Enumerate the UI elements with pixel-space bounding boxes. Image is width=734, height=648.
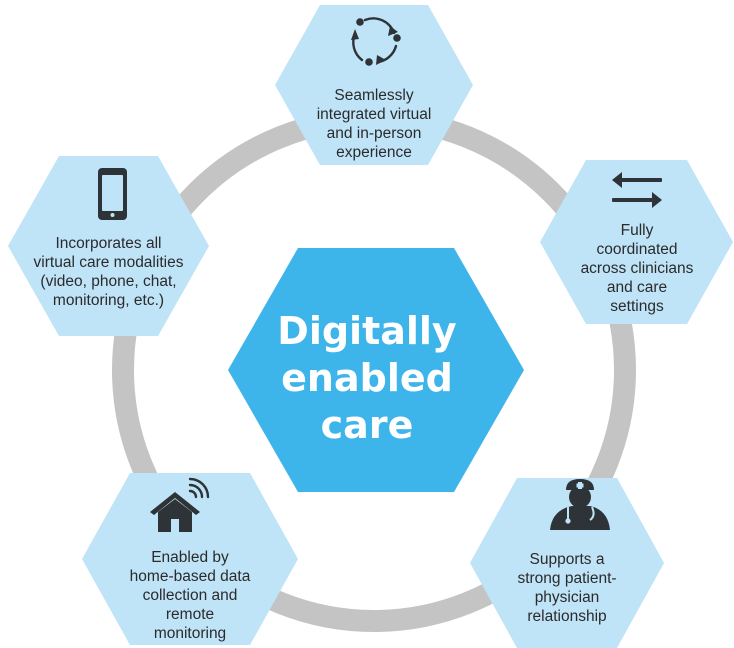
node-label-line: and care xyxy=(606,279,668,296)
label-relationship: Supports a strong patient-physician relati… xyxy=(497,550,637,626)
node-label-line: coordinated xyxy=(596,241,678,258)
label-coordinated: Fully coordinated across clinicians and car… xyxy=(566,221,708,316)
physician-icon xyxy=(550,479,610,530)
center-title-line: Digitally xyxy=(277,309,457,353)
node-label-line: collection and xyxy=(142,587,238,604)
node-label-line: experience xyxy=(336,144,412,161)
node-label-line: across clinicians xyxy=(580,260,694,277)
label-integrated: Seamlessly integrated virtual and in-perso… xyxy=(299,86,449,162)
smartphone-icon xyxy=(98,168,127,220)
label-home-data: Enabled by home-based data collection and r… xyxy=(108,548,272,643)
hexagon-coordinated xyxy=(540,160,733,324)
hexagon-integrated xyxy=(275,5,473,165)
center-hexagon xyxy=(228,248,524,492)
node-label-line: and in-person xyxy=(326,125,422,142)
node-label-line: strong patient- xyxy=(517,570,617,587)
node-label-line: monitoring, etc.) xyxy=(52,292,165,309)
label-modalities: Incorporates all virtual care modalities (… xyxy=(10,234,207,310)
center-title-line: care xyxy=(320,403,414,447)
refresh-cycle-dots xyxy=(351,18,401,66)
node-label-line: Incorporates all xyxy=(55,235,162,252)
node-label-line: relationship xyxy=(527,608,607,625)
node-label-line: monitoring xyxy=(153,625,227,642)
hexagon-relationship xyxy=(470,478,664,648)
node-label-line: virtual care modalities xyxy=(33,254,184,271)
node-label-line: remote xyxy=(165,606,215,623)
node-label-line: physician xyxy=(534,589,600,606)
node-label-line: Fully xyxy=(620,222,654,239)
node-label-line: (video, phone, chat, xyxy=(40,273,177,290)
node-label-line: home-based data xyxy=(129,568,251,585)
node-label-line: Supports a xyxy=(529,551,605,568)
node-label-line: Seamlessly xyxy=(334,87,414,104)
smart-home-icon xyxy=(150,477,210,532)
center-title-line: enabled xyxy=(281,356,453,400)
exchange-arrows-icon xyxy=(612,172,662,208)
node-label-line: settings xyxy=(610,298,664,315)
hexagon-home-data xyxy=(82,473,298,645)
node-label-line: Enabled by xyxy=(151,549,229,566)
hexagon-modalities xyxy=(8,156,209,336)
node-label-line: integrated virtual xyxy=(316,106,432,123)
